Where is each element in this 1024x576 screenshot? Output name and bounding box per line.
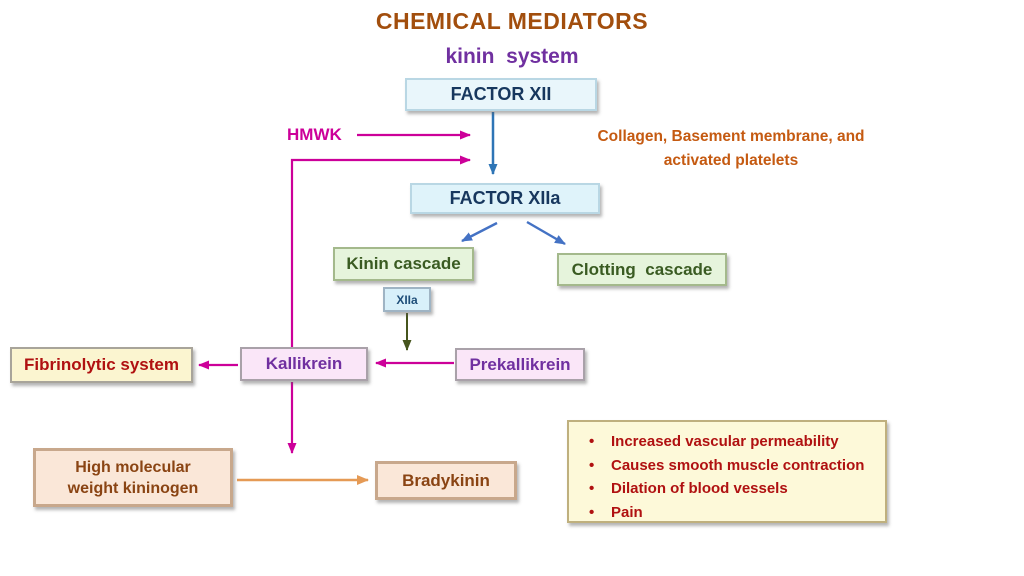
effect-item: • Causes smooth muscle contraction (589, 454, 879, 478)
kininogen-line-1: High molecular (75, 458, 191, 476)
node-xiia-small: XIIa (383, 287, 431, 312)
subtitle-kinin-system: kinin system (445, 45, 579, 68)
node-kallikrein: Kallikrein (240, 347, 368, 381)
arrow-factor-xiia-to-clotting-cascade (526, 220, 566, 246)
kininogen-line-2: weight kininogen (67, 479, 199, 497)
bullet-icon: • (589, 433, 595, 450)
effect-item: • Dilation of blood vessels (589, 477, 879, 501)
node-factor-xiia: FACTOR XIIa (410, 183, 600, 214)
effect-text: Increased vascular permeability (611, 433, 839, 450)
effect-item: • Pain (589, 501, 879, 525)
effect-text: Pain (611, 503, 643, 521)
node-factor-xii: FACTOR XII (405, 78, 597, 111)
effect-item: • Increased vascular permeability (589, 430, 879, 454)
node-clotting-cascade: Clotting cascade (557, 253, 727, 286)
page-title: CHEMICAL MEDIATORS (375, 8, 649, 34)
collagen-line-1: Collagen, Basement membrane, and (597, 128, 865, 145)
node-kinin-cascade: Kinin cascade (333, 247, 474, 281)
label-collagen-stimulus: Collagen, Basement membrane, and activat… (571, 125, 891, 173)
arrow-kallikrein-feedback-to-factor-xii (290, 155, 471, 347)
node-bradykinin: Bradykinin (375, 461, 517, 500)
collagen-line-2: activated platelets (663, 152, 799, 169)
effects-list-box: • Increased vascular permeability • Caus… (567, 420, 887, 523)
label-hmwk: HMWK (287, 125, 342, 144)
node-fibrinolytic-system: Fibrinolytic system (10, 347, 193, 383)
effect-text: Dilation of blood vessels (611, 480, 788, 497)
bullet-icon: • (589, 456, 595, 474)
arrow-factor-xiia-to-kinin-cascade (461, 221, 498, 243)
node-high-molecular-weight-kininogen: High molecular weight kininogen (33, 448, 233, 507)
effect-text: Causes smooth muscle contraction (611, 456, 865, 474)
bullet-icon: • (589, 480, 595, 497)
bullet-icon: • (589, 503, 595, 521)
node-prekallikrein: Prekallikrein (455, 348, 585, 381)
